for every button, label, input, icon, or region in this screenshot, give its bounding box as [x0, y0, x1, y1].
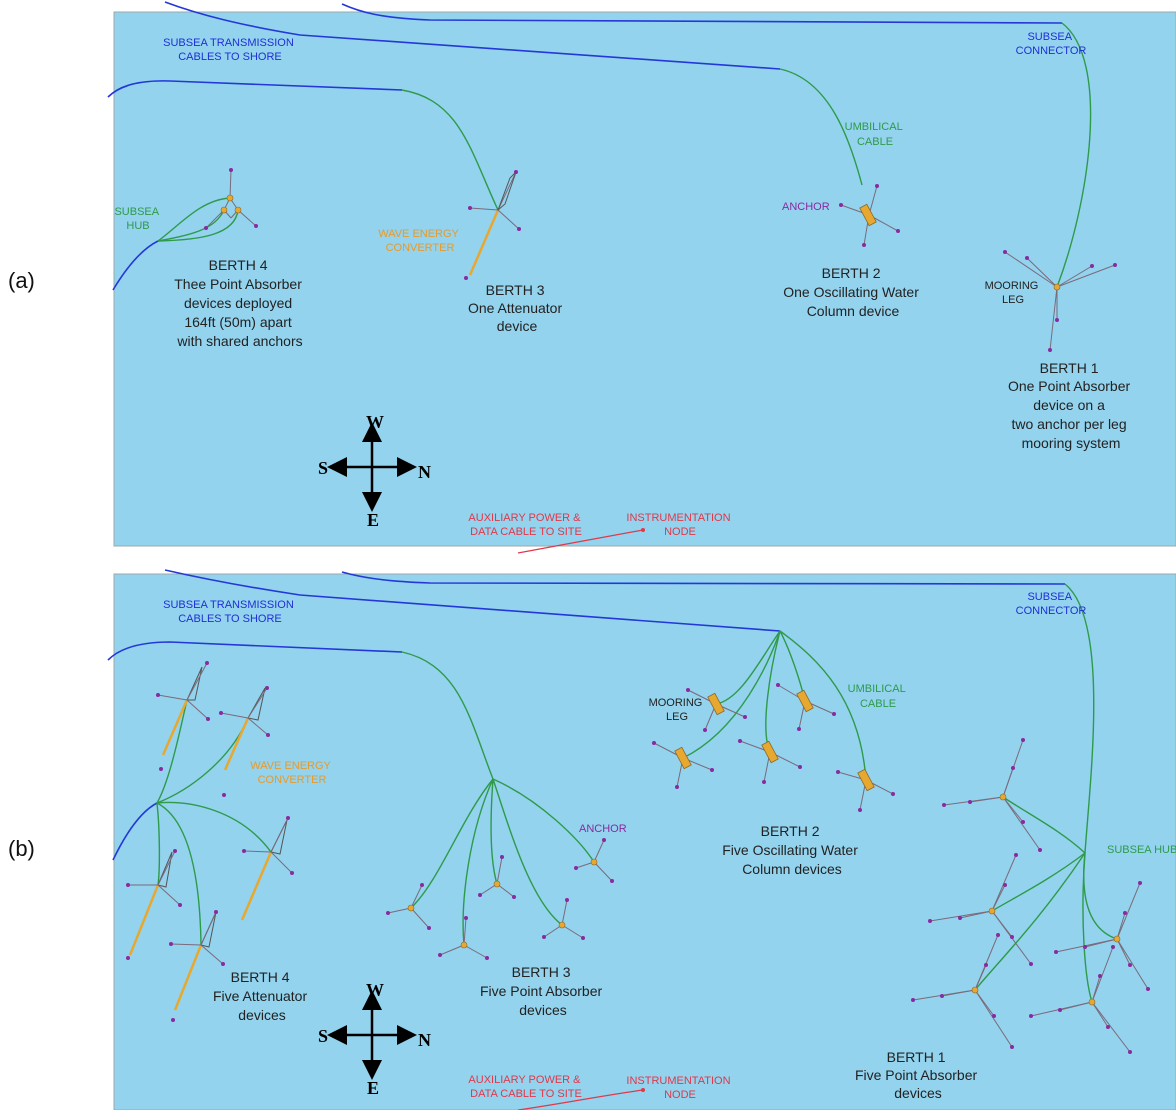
berth4-label-a: BERTH 4 Thee Point Absorber devices depl… — [174, 257, 306, 349]
aux-label-a: AUXILIARY POWER & DATA CABLE TO SITE — [468, 512, 583, 538]
panel-b: W S N E SUBSEA TRANSMISSION CABLES TO SH… — [107, 569, 1176, 1110]
compass-a-w: W — [366, 412, 384, 432]
umbilical-b-to-hub1 — [1064, 583, 1095, 854]
transmission-label-a: SUBSEA TRANSMISSION CABLES TO SHORE — [163, 37, 297, 63]
berth2-label-b: BERTH 2 Five Oscillating Water Column de… — [722, 823, 862, 877]
berth3-label-a: BERTH 3 One Attenuator device — [468, 282, 566, 334]
compass-a-e: E — [367, 510, 379, 530]
instrumentation-label-a: INSTRUMENTATION NODE — [626, 512, 733, 538]
connector-label-a: SUBSEA CONNECTOR — [1016, 31, 1087, 57]
berth3-device-a — [464, 170, 521, 280]
aux-cable-a — [517, 529, 644, 554]
panel-b-label: (b) — [8, 836, 35, 861]
instrumentation-label-b: INSTRUMENTATION NODE — [626, 1075, 733, 1101]
umbilical-berth4-c — [157, 209, 239, 242]
compass-b — [327, 990, 417, 1080]
umbilical-b-to-hub3 — [401, 651, 494, 780]
transmission-cable-b-hub — [112, 802, 158, 861]
berth4-floats-a — [220, 194, 242, 214]
umbilical-cables — [157, 22, 1092, 288]
berth3-devices-b — [386, 838, 614, 960]
berth1-devices-b — [911, 738, 1150, 1054]
umbilical-label-b: UMBILICAL CABLE — [848, 683, 909, 710]
umbilical-label-a: UMBILICAL CABLE — [845, 121, 906, 148]
transmission-cable-b-connector — [341, 571, 1066, 585]
umbilical-berth2 — [779, 68, 863, 186]
transmission-cable-to-berth3 — [107, 80, 403, 98]
aux-cable-b — [517, 1089, 644, 1110]
compass-b-s: S — [318, 1026, 328, 1046]
instrumentation-node-a — [641, 528, 645, 532]
umbilical-cables-b — [156, 583, 1118, 1003]
instrumentation-node-b — [641, 1088, 645, 1092]
compass-b-w: W — [366, 980, 384, 1000]
compass-a-s: S — [318, 458, 328, 478]
compass-a-n: N — [418, 462, 431, 482]
anchor-label-b: ANCHOR — [579, 823, 627, 835]
berth2-label-a: BERTH 2 One Oscillating Water Column dev… — [783, 265, 923, 319]
transmission-cable-b-berth2 — [164, 569, 781, 632]
hub-label-b: SUBSEA HUB — [1107, 844, 1176, 856]
panel-a: W S N E SUBSEA TRANSMISSION CABLES TO SH… — [107, 1, 1176, 554]
wec-label-b: WAVE ENERGY CONVERTER — [250, 760, 334, 786]
panel-a-water — [113, 11, 1176, 547]
aux-label-b: AUXILIARY POWER & DATA CABLE TO SITE — [468, 1074, 583, 1100]
connector-label-b: SUBSEA CONNECTOR — [1016, 591, 1087, 617]
berth1-device-a — [1003, 250, 1117, 352]
compass-b-n: N — [418, 1030, 431, 1050]
mooring-label-a: MOORING LEG — [985, 280, 1042, 306]
transmission-cables — [107, 1, 1063, 291]
panel-a-label: (a) — [8, 268, 35, 293]
umbilical-berth3 — [401, 89, 499, 211]
umbilical-berth4-b — [157, 209, 225, 242]
panel-b-water — [113, 573, 1176, 1110]
umbilical-berth4-a — [157, 197, 231, 242]
transmission-cable-to-berth2 — [164, 1, 781, 70]
berth1-label-a: BERTH 1 One Point Absorber device on a t… — [1008, 360, 1134, 451]
transmission-cable-to-hub — [112, 240, 159, 291]
berth2-device-a — [839, 184, 900, 247]
mooring-label-b: MOORING LEG — [649, 697, 706, 723]
wec-label-a: WAVE ENERGY CONVERTER — [378, 228, 462, 254]
transmission-cable-b-berth3 — [107, 641, 403, 661]
berth4-label-b: BERTH 4 Five Attenuator devices — [213, 969, 311, 1023]
umbilical-berth1 — [1056, 22, 1092, 288]
transmission-cable-to-connector — [341, 3, 1063, 24]
compass-b-e: E — [367, 1078, 379, 1098]
hub-label-a: SUBSEA HUB — [114, 206, 161, 232]
transmission-cables-b — [107, 569, 1066, 861]
berth4-anchors-a — [204, 168, 258, 230]
berth1-label-b: BERTH 1 Five Point Absorber devices — [855, 1049, 981, 1101]
berth2-devices-b — [652, 683, 895, 812]
berth3-label-b: BERTH 3 Five Point Absorber devices — [480, 964, 606, 1018]
compass-a — [327, 422, 417, 512]
berth4-devices-b — [126, 661, 294, 1022]
anchor-label-a: ANCHOR — [782, 201, 830, 213]
transmission-label-b: SUBSEA TRANSMISSION CABLES TO SHORE — [163, 599, 297, 625]
